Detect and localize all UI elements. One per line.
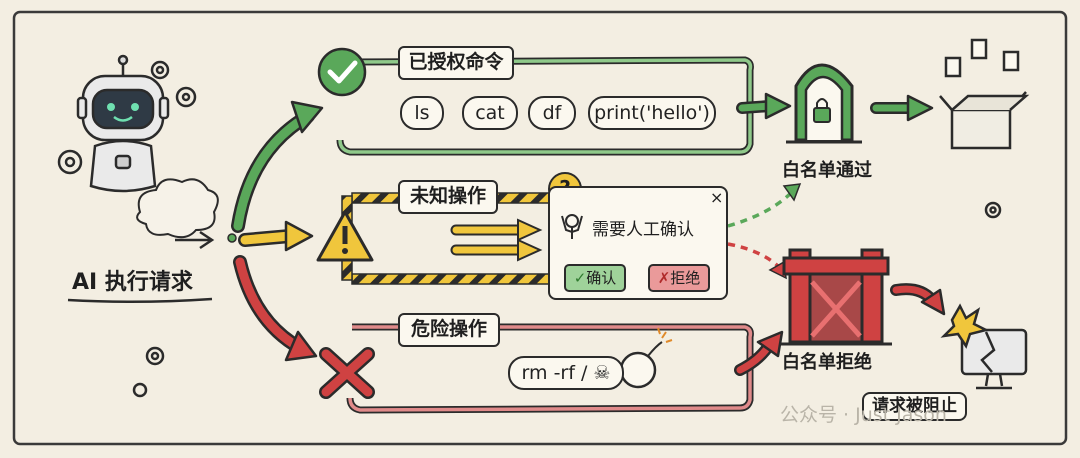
arrow-danger-to-reject xyxy=(734,330,784,376)
start-underline xyxy=(67,297,213,304)
bomb-icon xyxy=(619,327,673,389)
confirm-dialog: × 需要人工确认 ✓确认 ✗拒绝 xyxy=(548,186,728,300)
arrow-dialog-to-pass xyxy=(727,190,794,228)
cloud-icon xyxy=(136,178,219,239)
whitelist-reject-label: 白名单拒绝 xyxy=(782,352,872,373)
x-icon: ✗ xyxy=(657,269,671,287)
command-chip-print: print('hello') xyxy=(588,96,716,130)
reject-button[interactable]: ✗拒绝 xyxy=(648,264,710,292)
danger-panel xyxy=(346,323,754,414)
blocked-label: 请求被阻止 xyxy=(862,392,967,421)
unknown-title: 未知操作 xyxy=(398,180,498,214)
confirm-button-label: 确认 xyxy=(586,269,617,287)
command-chip-df: df xyxy=(528,96,576,130)
person-hands-up-icon xyxy=(561,214,583,239)
authorized-title: 已授权命令 xyxy=(398,46,514,80)
broken-computer-icon xyxy=(940,303,1028,390)
arrow-authorized-to-pass xyxy=(736,92,792,120)
arrow-dialog-to-reject xyxy=(727,242,780,268)
dialog-message: 需要人工确认 xyxy=(592,220,694,240)
warning-triangle-icon xyxy=(316,210,374,262)
dialog-close-icon[interactable]: × xyxy=(710,188,724,207)
origin-dot xyxy=(227,233,237,243)
confirm-button[interactable]: ✓确认 xyxy=(564,264,626,292)
arrow-to-danger xyxy=(233,255,318,362)
danger-command-chip: rm -rf / ☠ xyxy=(508,356,624,390)
open-box-icon xyxy=(939,38,1030,150)
whitelist-pass-label: 白名单通过 xyxy=(782,160,872,181)
arrow-to-authorized xyxy=(231,100,324,233)
frame-border xyxy=(12,10,1068,446)
arrow-unknown-to-dialog xyxy=(450,218,543,262)
arrow-reject-to-computer xyxy=(890,283,946,316)
check-icon: ✓ xyxy=(573,269,587,287)
gear-icon xyxy=(57,60,1002,398)
cross-mark-icon xyxy=(319,347,375,399)
green-gate-icon xyxy=(786,63,862,144)
watermark: 公众号 · Just Jason xyxy=(780,404,947,426)
danger-title: 危险操作 xyxy=(398,313,500,347)
start-label: AI 执行请求 xyxy=(72,270,193,295)
reject-button-label: 拒绝 xyxy=(670,269,701,287)
red-gate-icon xyxy=(780,248,892,346)
authorized-panel xyxy=(336,56,754,156)
robot-icon xyxy=(76,54,170,193)
check-badge-icon xyxy=(317,47,367,97)
arrow-to-unknown xyxy=(238,220,314,252)
command-chip-ls: ls xyxy=(400,96,444,130)
command-chip-cat: cat xyxy=(462,96,518,130)
arrow-pass-to-box xyxy=(870,94,934,122)
